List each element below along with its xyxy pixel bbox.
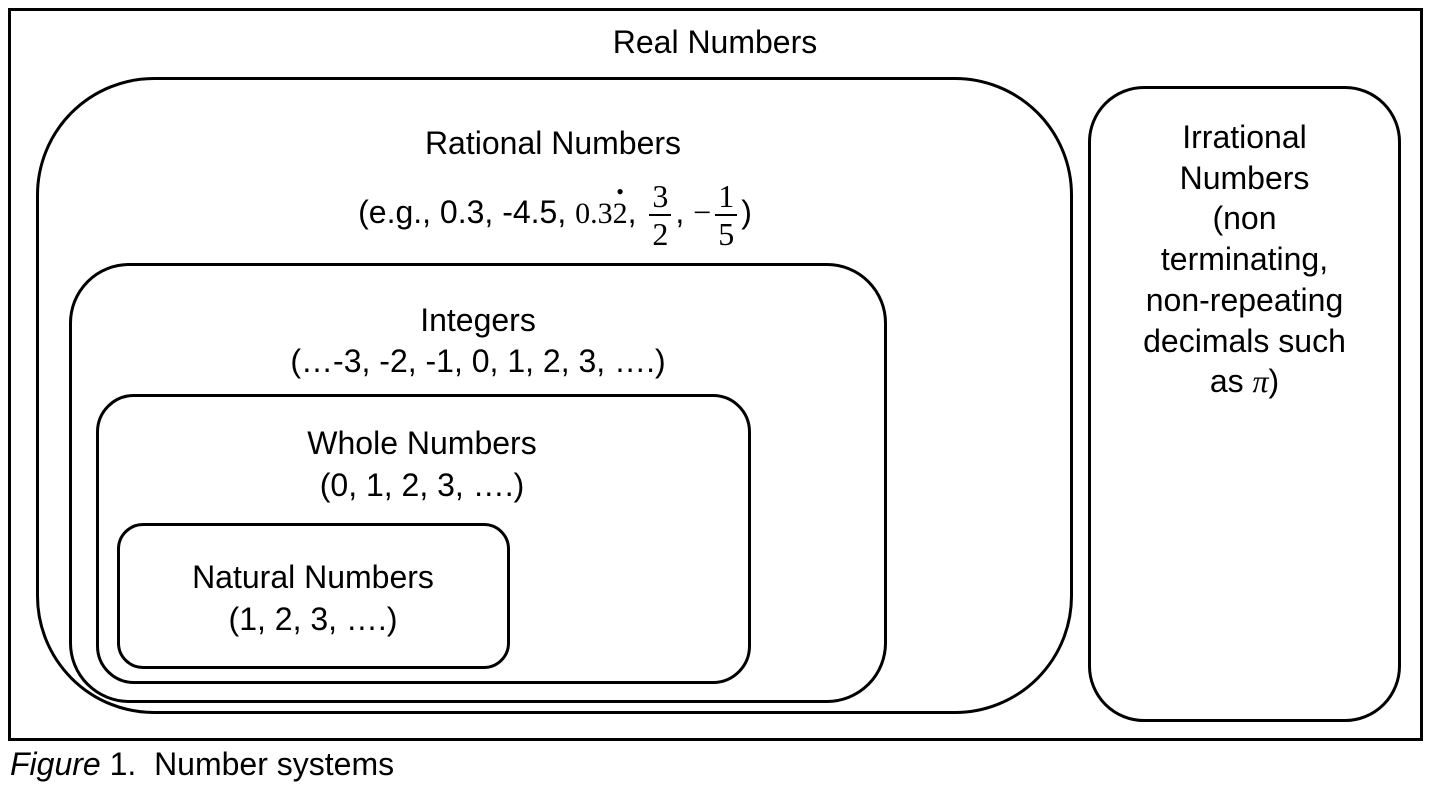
figure-caption: Figure 1. Number systems	[10, 744, 394, 784]
irrational-line: Numbers	[1179, 159, 1310, 196]
natural-numbers-box	[117, 523, 510, 669]
separator-1: ,	[627, 194, 637, 230]
irrational-numbers-text: Irrational Numbers (non terminating, non…	[1093, 117, 1396, 402]
repeating-decimal-base: 0.3	[575, 197, 613, 230]
irrational-line: (non	[1212, 200, 1277, 237]
integers-box	[69, 263, 887, 703]
fraction-numerator: 1	[715, 178, 738, 216]
pi-symbol: π	[1252, 363, 1269, 400]
irrational-numbers-box	[1088, 86, 1401, 722]
irrational-line: non-repeating	[1145, 281, 1344, 318]
rational-examples-prefix: (e.g., 0.3, -4.5,	[358, 194, 567, 230]
real-numbers-title: Real Numbers	[612, 24, 818, 60]
separator-2: ,	[675, 194, 685, 230]
irrational-line: Irrational	[1182, 119, 1307, 155]
irrational-close: )	[1268, 363, 1280, 400]
repeating-digit: 2	[613, 172, 628, 256]
natural-numbers-title: Natural Numbers	[192, 559, 434, 595]
irrational-line-last: as π)	[1093, 361, 1396, 402]
integers-title: Integers	[420, 302, 536, 338]
minus-sign: −	[693, 194, 712, 230]
caption-figure-word: Figure	[10, 746, 101, 782]
whole-numbers-box	[96, 394, 751, 684]
fraction-denominator: 5	[718, 215, 735, 252]
whole-numbers-title: Whole Numbers	[307, 425, 537, 461]
fraction-one-fifth: 1 5	[715, 178, 738, 252]
natural-numbers-examples: (1, 2, 3, ….)	[228, 601, 398, 637]
fraction-numerator: 3	[649, 178, 672, 216]
closing-paren: )	[741, 194, 752, 230]
irrational-line: terminating,	[1160, 241, 1329, 278]
integers-examples: (…-3, -2, -1, 0, 1, 2, 3, ….)	[290, 343, 666, 379]
caption-text: Number systems	[136, 746, 395, 782]
whole-numbers-examples: (0, 1, 2, 3, ….)	[319, 467, 525, 503]
caption-number: 1.	[100, 746, 137, 782]
rational-numbers-box	[36, 77, 1073, 714]
rational-numbers-title: Rational Numbers	[424, 125, 682, 161]
fraction-three-halves: 3 2	[649, 178, 672, 252]
irrational-line: decimals such	[1143, 322, 1346, 359]
fraction-denominator: 2	[652, 215, 669, 252]
irrational-as: as	[1209, 363, 1244, 400]
rational-numbers-examples: (e.g., 0.3, -4.5, 0.32, 3 2 , − 1 5 )	[290, 170, 820, 254]
real-numbers-box	[8, 8, 1423, 741]
